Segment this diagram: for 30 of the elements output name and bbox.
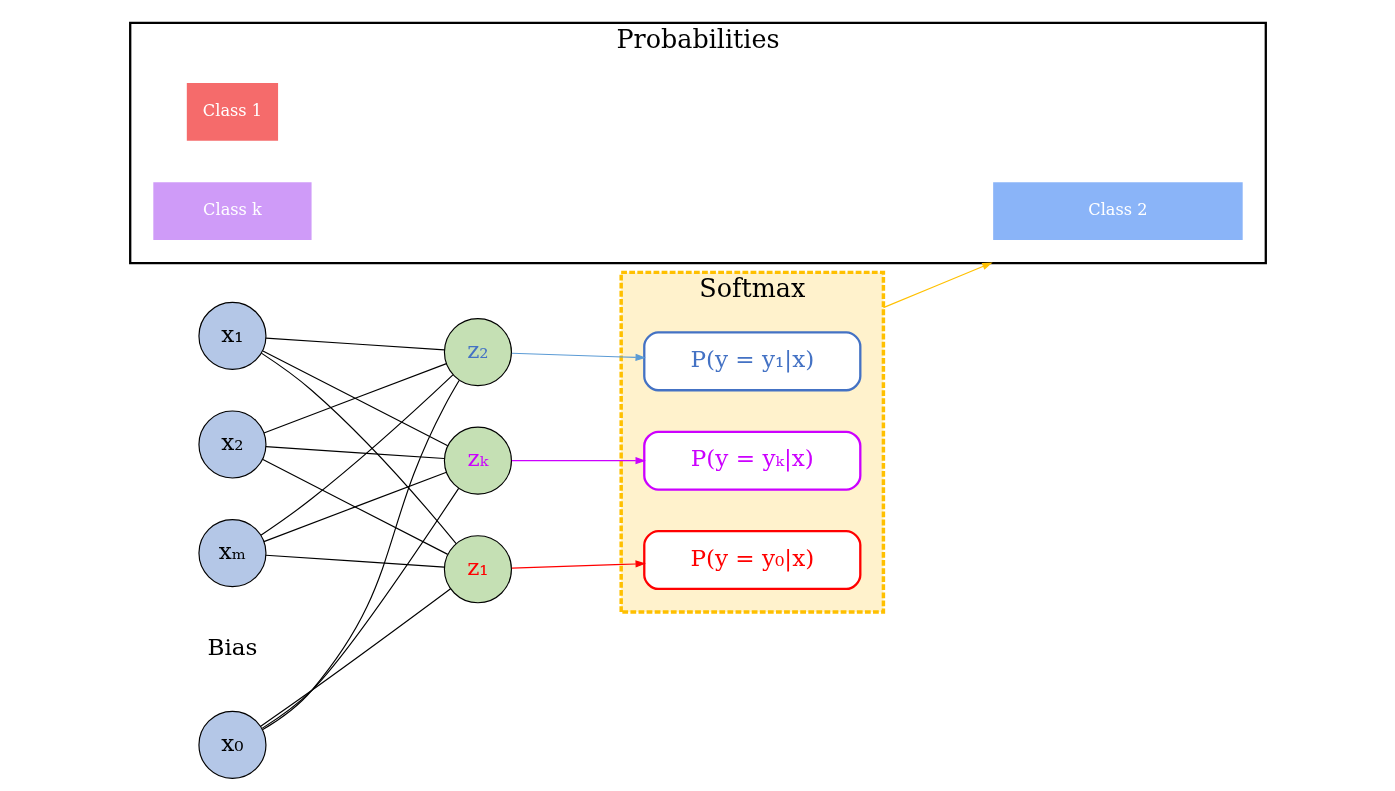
- connector: [260, 352, 457, 544]
- connector: [261, 379, 460, 730]
- node-box: P(y = yₖ|x): [642, 430, 861, 491]
- node-circle: z₂: [443, 317, 512, 386]
- node-circle: x₂: [197, 409, 267, 479]
- node-box: Class 2: [992, 181, 1243, 240]
- node-box: Class k: [152, 181, 312, 240]
- arrow: [882, 262, 993, 308]
- node-circle: xₘ: [197, 518, 267, 587]
- connector: [259, 587, 451, 727]
- connector: [264, 445, 445, 459]
- connector: [260, 487, 459, 729]
- node-circle: x₁: [197, 301, 267, 370]
- connector: [261, 458, 448, 555]
- connector: [262, 362, 447, 434]
- arrow: [510, 559, 646, 569]
- connector: [259, 373, 453, 536]
- connector: [264, 337, 445, 350]
- node-circle: x₀: [197, 710, 267, 779]
- connector: [261, 349, 448, 446]
- node-box: P(y = y₀|x): [642, 529, 861, 590]
- arrow: [510, 456, 646, 464]
- connector: [264, 554, 445, 568]
- arrow: [510, 352, 646, 361]
- node-box: Class 1: [186, 82, 278, 141]
- node-circle: zₖ: [443, 426, 512, 495]
- connector: [262, 471, 447, 542]
- node-circle: z₁: [443, 534, 512, 603]
- label: Bias: [206, 633, 257, 660]
- node-box: P(y = y₁|x): [642, 330, 861, 391]
